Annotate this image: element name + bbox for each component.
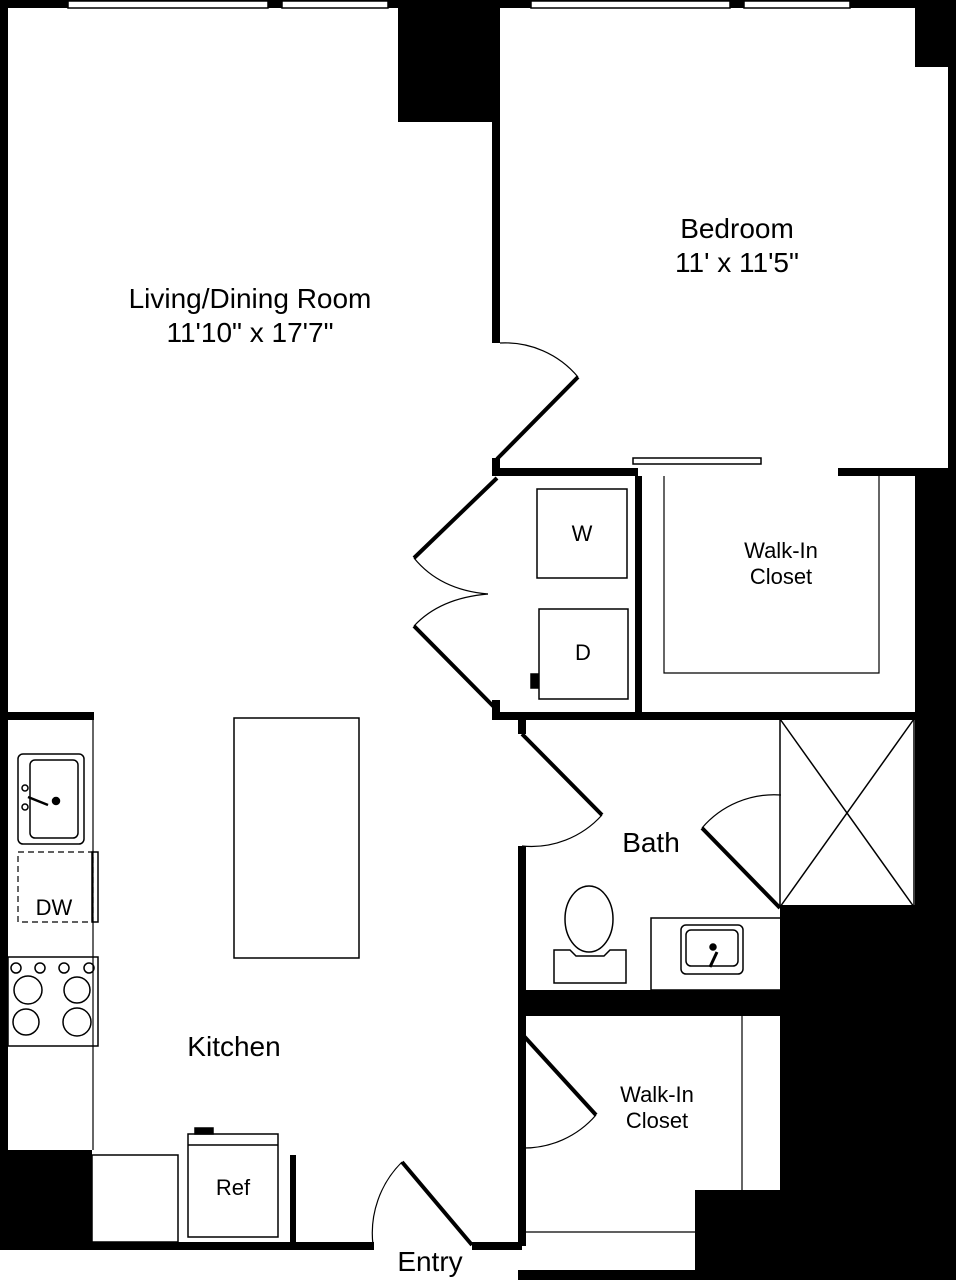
room-label-bedroom: Bedroom 11' x 11'5": [637, 212, 837, 279]
closet-1-name: Walk-In: [744, 538, 818, 563]
room-label-walkin-closet-1: Walk-In Closet: [711, 538, 851, 591]
kitchen-island: [233, 717, 360, 959]
room-label-walkin-closet-2: Walk-In Closet: [587, 1082, 727, 1135]
washer: [536, 488, 628, 579]
room-label-kitchen: Kitchen: [187, 1031, 281, 1062]
refrigerator-label: Ref: [215, 1175, 251, 1200]
living-room-name: Living/Dining Room: [128, 283, 372, 314]
windows: [67, 0, 851, 465]
bedroom-dimensions: 11' x 11'5": [675, 246, 799, 278]
closet-2-name: Walk-In: [620, 1082, 694, 1107]
shower: [779, 718, 915, 908]
room-label-entry: Entry: [397, 1246, 463, 1277]
closet-2-name2: Closet: [625, 1108, 689, 1134]
range: [7, 956, 99, 1047]
room-label-living: Living/Dining Room 11'10" x 17'7": [100, 282, 400, 349]
room-label-bath: Bath: [622, 827, 680, 858]
dryer-label: D: [575, 640, 591, 665]
doors: [371, 342, 782, 1247]
washer-label: W: [571, 521, 593, 546]
living-room-dimensions: 11'10" x 17'7": [166, 316, 334, 348]
fixtures: [7, 476, 915, 1243]
dishwasher-label: DW: [35, 895, 73, 920]
closet-1-name2: Closet: [749, 564, 813, 590]
bedroom-name: Bedroom: [680, 213, 794, 244]
dryer: [538, 608, 629, 700]
